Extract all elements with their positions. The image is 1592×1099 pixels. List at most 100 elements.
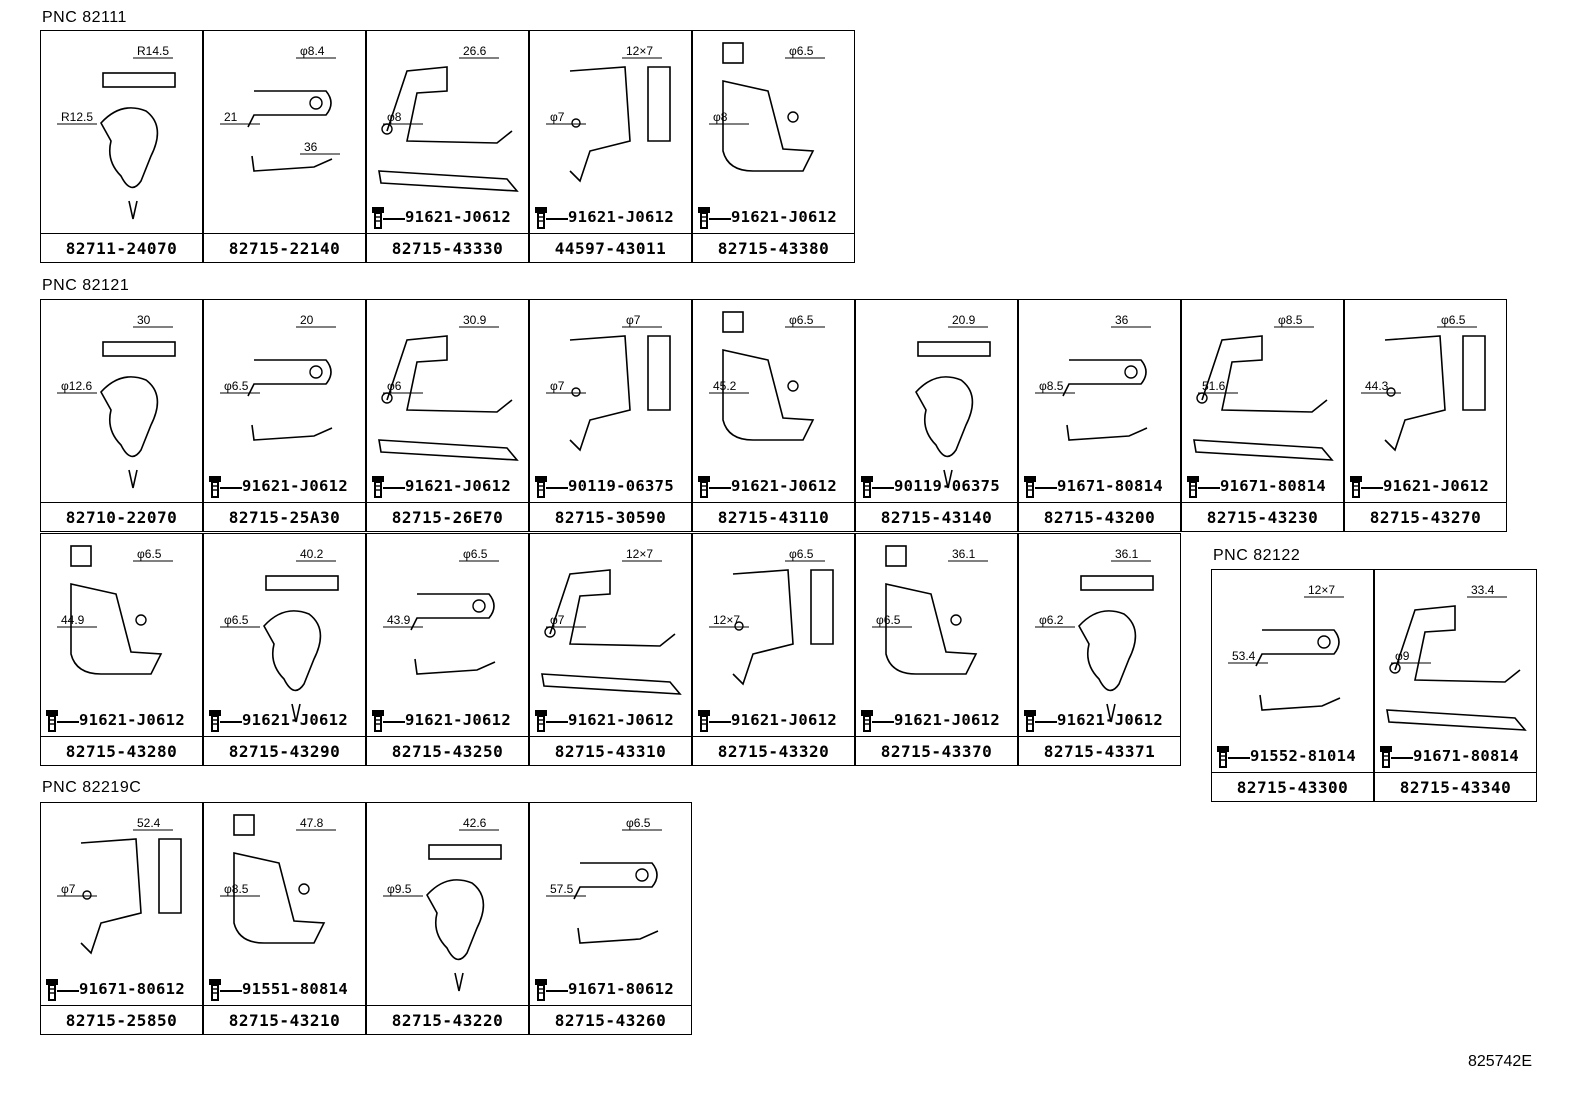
part-number[interactable]: 82715-22140 xyxy=(204,233,365,262)
part-number[interactable]: 44597-43011 xyxy=(530,233,691,262)
part-number[interactable]: 82715-43270 xyxy=(1345,502,1506,531)
part-number[interactable]: 82715-43110 xyxy=(693,502,854,531)
part-number[interactable]: 82715-43290 xyxy=(204,736,365,765)
bolt-icon xyxy=(1350,476,1383,498)
part-number[interactable]: 82715-25850 xyxy=(41,1005,202,1034)
bolt-part-number: 90119-06375 xyxy=(568,477,674,495)
part-number[interactable]: 82710-22070 xyxy=(41,502,202,531)
dimension-label: φ7 xyxy=(550,379,565,393)
part-drawing: φ6.512×7 xyxy=(709,547,834,686)
bolt-icon xyxy=(1380,746,1413,768)
part-number[interactable]: 82715-43330 xyxy=(367,233,528,262)
dimension-label: φ8.4 xyxy=(300,44,325,58)
part-number[interactable]: 82715-43140 xyxy=(856,502,1017,531)
dimension-label: 36 xyxy=(1115,313,1129,327)
bolt-callout: 91621-J0612 xyxy=(697,472,837,500)
bolt-icon xyxy=(46,710,79,732)
part-cell[interactable]: φ7 φ7 90119-06375 82715-30590 xyxy=(529,299,692,532)
part-drawing: 30.9φ6 xyxy=(378,313,519,461)
part-number[interactable]: 82715-43220 xyxy=(367,1005,528,1034)
part-drawing: φ7 φ7 xyxy=(546,313,671,452)
group-title-82111: PNC 82111 xyxy=(42,9,127,26)
bolt-callout: 91671-80814 xyxy=(1379,742,1519,770)
part-number[interactable]: 82715-43340 xyxy=(1375,772,1536,801)
dimension-label: 12×7 xyxy=(713,613,740,627)
part-number[interactable]: 82715-43300 xyxy=(1212,772,1373,801)
bolt-part-number: 91551-80814 xyxy=(242,980,348,998)
bolt-part-number: 91671-80814 xyxy=(1413,747,1519,765)
bolt-part-number: 91621-J0612 xyxy=(1383,477,1489,495)
part-number[interactable]: 82715-43320 xyxy=(693,736,854,765)
dimension-label: 43.9 xyxy=(387,613,411,627)
bolt-part-number: 91671-80814 xyxy=(1057,477,1163,495)
bolt-icon xyxy=(372,476,405,498)
bolt-icon xyxy=(535,979,568,1001)
part-number[interactable]: 82715-43371 xyxy=(1019,736,1180,765)
dimension-label: φ6.5 xyxy=(137,547,162,561)
bolt-part-number: 91621-J0612 xyxy=(731,711,837,729)
part-number[interactable]: 82715-43230 xyxy=(1182,502,1343,531)
bolt-icon xyxy=(1024,476,1057,498)
dimension-label: 36.1 xyxy=(1115,547,1139,561)
bolt-icon xyxy=(698,710,731,732)
part-number[interactable]: 82715-43250 xyxy=(367,736,528,765)
part-number[interactable]: 82715-43260 xyxy=(530,1005,691,1034)
bolt-icon xyxy=(209,710,242,732)
bolt-icon xyxy=(698,207,731,229)
dimension-label: 45.2 xyxy=(713,379,737,393)
bolt-callout: 91621-J0612 xyxy=(1349,472,1489,500)
part-number[interactable]: 82715-43370 xyxy=(856,736,1017,765)
dimension-label: φ7 xyxy=(626,313,641,327)
part-drawing: 12×753.4 xyxy=(1228,583,1344,711)
part-number[interactable]: 82715-26E70 xyxy=(367,502,528,531)
dimension-label: φ6.5 xyxy=(224,379,249,393)
part-drawing: 36.1φ6.2 xyxy=(1035,547,1154,723)
bolt-icon xyxy=(861,710,894,732)
part-number[interactable]: 82715-30590 xyxy=(530,502,691,531)
bolt-callout: 91552-81014 xyxy=(1216,742,1356,770)
dimension-label: 47.8 xyxy=(300,816,324,830)
part-number[interactable]: 82715-43200 xyxy=(1019,502,1180,531)
part-drawing: φ6.543.9 xyxy=(383,547,499,675)
bolt-part-number: 91621-J0612 xyxy=(405,477,511,495)
dimension-label: 51.6 xyxy=(1202,379,1226,393)
bolt-callout: 91621-J0612 xyxy=(45,706,185,734)
part-number[interactable]: 82715-25A30 xyxy=(204,502,365,531)
part-number[interactable]: 82715-43310 xyxy=(530,736,691,765)
part-drawing: 12×7φ7 xyxy=(541,547,682,695)
part-number[interactable]: 82711-24070 xyxy=(41,233,202,262)
dimension-label: φ6.5 xyxy=(626,816,651,830)
part-number[interactable]: 82715-43210 xyxy=(204,1005,365,1034)
part-number[interactable]: 82715-43380 xyxy=(693,233,854,262)
part-number[interactable]: 82715-43280 xyxy=(41,736,202,765)
dimension-label: 12×7 xyxy=(626,547,653,561)
dimension-label: φ8.5 xyxy=(1278,313,1303,327)
